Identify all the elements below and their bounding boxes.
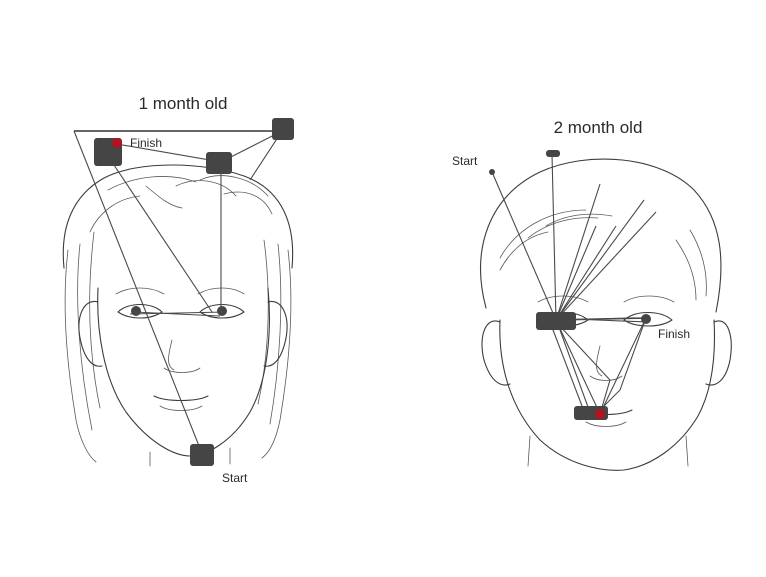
fixation-cluster [206,152,232,174]
fixation-cluster [190,444,214,466]
panel-2-month: 2 month old [452,118,731,470]
start-label-1-month: Start [222,471,248,485]
panel-1-month: 1 month old [63,94,294,485]
start-label-2-month: Start [452,154,478,168]
finish-label-1-month: Finish [130,136,162,150]
infant-face-1-month [63,165,292,466]
panel-title-1-month: 1 month old [139,94,228,113]
finish-marker [595,409,605,419]
finish-label-2-month: Finish [658,327,690,341]
panel-title-2-month: 2 month old [554,118,643,137]
finish-marker [112,138,122,148]
fixation-point [489,169,495,175]
infant-face-2-month [481,159,732,470]
fixation-cluster [272,118,294,140]
fixation-cluster [536,312,576,330]
scanpath-1-month [74,131,282,456]
scanpath-2-month [492,154,656,418]
fixation-cluster [546,150,560,157]
